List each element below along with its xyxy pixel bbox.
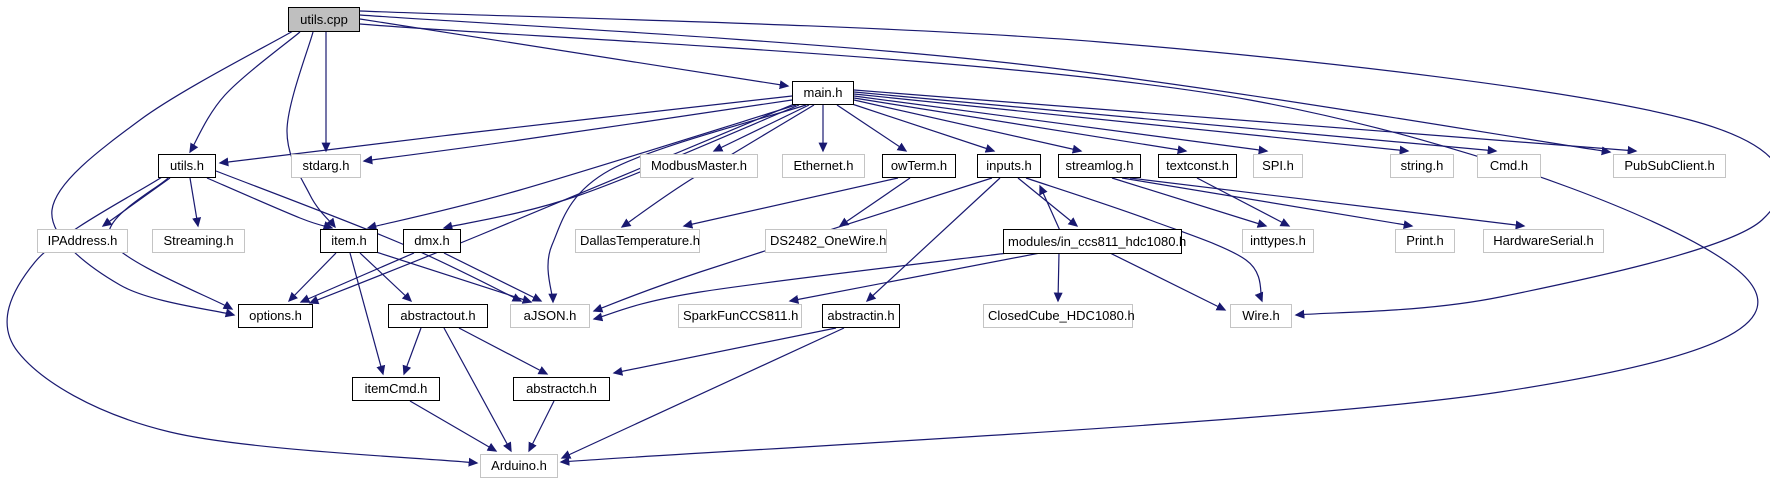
edge-main-h-to-pubsubclient-h <box>853 89 1638 155</box>
graph-node-modules-in-ccs811-hdc1080-h[interactable]: modules/in_ccs811_hdc1080.h <box>1003 229 1186 254</box>
graph-node-arduino-h: Arduino.h <box>480 454 558 478</box>
edge-utils-h-to-streaming-h <box>189 177 202 228</box>
edge-streamlog-h-to-hardwareserial-h <box>1129 177 1526 230</box>
graph-node-main-h[interactable]: main.h <box>792 81 854 105</box>
graph-node-hardwareserial-h: HardwareSerial.h <box>1483 229 1604 253</box>
graph-node-pubsubclient-h: PubSubClient.h <box>1613 154 1726 178</box>
edge-utils-h-to-item-h <box>206 177 334 230</box>
graph-node-streamlog-h[interactable]: streamlog.h <box>1058 154 1141 178</box>
graph-node-textconst-h[interactable]: textconst.h <box>1158 154 1237 178</box>
edge-main-h-to-options-h <box>308 103 795 305</box>
edge-main-h-to-spi-h <box>853 95 1269 155</box>
graph-node-utils-h[interactable]: utils.h <box>158 154 216 178</box>
edge-main-h-to-dmx-h <box>442 104 800 231</box>
edge-inputs-h-to-abstractin-h <box>865 177 1001 302</box>
edge-abstractin-h-to-arduino-h <box>560 327 845 459</box>
edge-streamlog-h-to-print-h <box>1121 177 1414 230</box>
edge-modules-in-ccs811-hdc1080-h-to-closedcube-hdc1080-h <box>1053 252 1063 303</box>
graph-node-abstractch-h[interactable]: abstractch.h <box>513 377 610 401</box>
graph-node-inttypes-h: inttypes.h <box>1242 229 1314 253</box>
edge-dmx-h-to-options-h <box>299 252 415 303</box>
edge-item-h-to-abstractout-h <box>359 252 413 302</box>
edge-utils-cpp-to-pubsubclient-h <box>359 14 1612 156</box>
edge-item-h-to-options-h <box>288 252 337 303</box>
edge-abstractin-h-to-abstractch-h <box>612 327 837 376</box>
edge-main-h-to-cmd-h <box>853 91 1498 155</box>
graph-node-ds2482-onewire-h: DS2482_OneWire.h <box>765 229 887 253</box>
edge-owterm-h-to-ds2482-onewire-h <box>838 177 911 227</box>
graph-node-abstractin-h[interactable]: abstractin.h <box>822 304 900 328</box>
edge-owterm-h-to-dallastemperature-h <box>682 177 899 229</box>
graph-node-options-h[interactable]: options.h <box>238 304 313 328</box>
graph-node-stdarg-h: stdarg.h <box>291 154 361 178</box>
graph-node-cmd-h: Cmd.h <box>1477 154 1541 178</box>
edge-utils-cpp-to-main-h <box>359 18 790 90</box>
edge-utils-cpp-to-item-h <box>286 31 336 229</box>
edge-modules-in-ccs811-hdc1080-h-to-wire-h <box>1109 252 1227 311</box>
graph-node-dmx-h[interactable]: dmx.h <box>403 229 461 253</box>
graph-node-sparkfunccs811-h: SparkFunCCS811.h <box>678 304 802 328</box>
edge-modules-in-ccs811-hdc1080-h-to-sparkfunccs811-h <box>788 252 1041 304</box>
edge-main-h-to-stdarg-h <box>362 99 793 165</box>
edge-streamlog-h-to-inttypes-h <box>1111 177 1268 228</box>
edge-abstractch-h-to-arduino-h <box>528 400 555 453</box>
edge-abstractout-h-to-arduino-h <box>443 327 512 453</box>
graph-node-modbusmaster-h: ModbusMaster.h <box>640 154 758 178</box>
graph-node-spi-h: SPI.h <box>1253 154 1303 178</box>
graph-node-itemcmd-h[interactable]: itemCmd.h <box>352 377 440 401</box>
edge-main-h-to-streamlog-h <box>853 99 1083 154</box>
edge-main-h-to-item-h <box>366 104 797 231</box>
graph-node-dallastemperature-h: DallasTemperature.h <box>575 229 700 253</box>
edge-utils-cpp-to-wire-h <box>359 10 1770 319</box>
edge-utils-cpp-to-options-h <box>51 30 294 318</box>
edge-modules-in-ccs811-hdc1080-h-to-ajson-h <box>592 252 1009 322</box>
graph-node-print-h: Print.h <box>1395 229 1455 253</box>
graph-node-ajson-h: aJSON.h <box>510 304 590 328</box>
edge-main-h-to-utils-h <box>218 95 793 167</box>
edge-utils-h-to-ajson-h <box>215 170 523 302</box>
edge-item-h-to-ajson-h <box>372 250 533 304</box>
edge-utils-h-to-ipaddress-h <box>101 177 171 227</box>
edge-inputs-h-to-wire-h <box>1025 177 1264 303</box>
edge-abstractout-h-to-itemcmd-h <box>402 327 422 376</box>
edge-itemcmd-h-to-arduino-h <box>409 400 498 452</box>
graph-node-utils-cpp[interactable]: utils.cpp <box>288 7 360 32</box>
graph-node-streaming-h: Streaming.h <box>152 229 245 253</box>
edge-abstractout-h-to-abstractch-h <box>458 327 549 375</box>
edge-main-h-to-owterm-h <box>836 104 908 152</box>
edge-textconst-h-to-inttypes-h <box>1196 177 1291 227</box>
edge-utils-cpp-to-utils-h <box>189 31 301 154</box>
edge-main-h-to-ajson-h <box>547 104 807 304</box>
edge-inputs-h-to-ajson-h <box>592 177 993 313</box>
graph-node-string-h: string.h <box>1390 154 1454 178</box>
edge-utils-cpp-to-arduino-h <box>359 23 1759 466</box>
edge-dmx-h-to-ajson-h <box>443 252 543 302</box>
graph-node-abstractout-h[interactable]: abstractout.h <box>388 304 488 328</box>
graph-node-closedcube-hdc1080-h: ClosedCube_HDC1080.h <box>983 304 1135 328</box>
graph-node-wire-h: Wire.h <box>1230 304 1292 328</box>
graph-node-owterm-h[interactable]: owTerm.h <box>882 154 956 178</box>
graph-node-inputs-h[interactable]: inputs.h <box>977 154 1041 178</box>
edge-main-h-to-textconst-h <box>853 97 1188 155</box>
edge-main-h-to-modbusmaster-h <box>712 104 810 152</box>
edge-item-h-to-itemcmd-h <box>349 252 386 376</box>
graph-node-item-h[interactable]: item.h <box>320 229 378 253</box>
edge-main-h-to-inputs-h <box>848 102 996 153</box>
graph-node-ipaddress-h: IPAddress.h <box>37 229 128 253</box>
edge-main-h-to-string-h <box>853 93 1410 155</box>
graph-node-ethernet-h: Ethernet.h <box>782 154 865 178</box>
